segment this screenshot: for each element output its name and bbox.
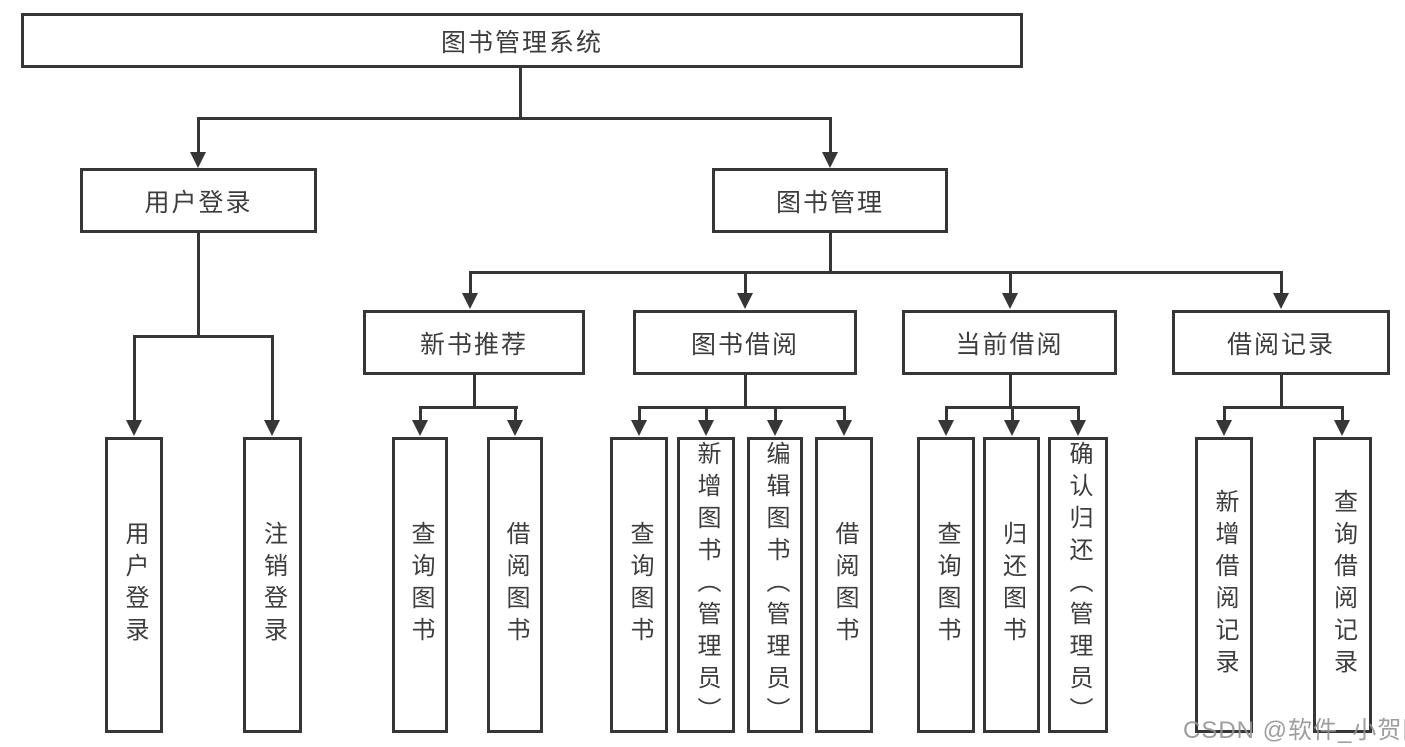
connector (705, 406, 708, 421)
arrowhead-down-icon (1216, 420, 1232, 436)
leaf-query-books-borrowing-label: 查询图书 (626, 521, 653, 649)
connector (519, 68, 522, 120)
node-user-login: 用户登录 (80, 168, 317, 233)
arrowhead-down-icon (264, 420, 280, 436)
connector (945, 406, 948, 421)
arrowhead-down-icon (507, 420, 523, 436)
node-root-label: 图书管理系统 (440, 28, 603, 57)
connector (1280, 375, 1283, 408)
connector (469, 271, 472, 297)
connector (514, 406, 517, 421)
connector (1341, 406, 1344, 421)
arrowhead-down-icon (126, 420, 142, 436)
arrowhead-down-icon (412, 420, 428, 436)
arrowhead-down-icon (1004, 420, 1020, 436)
node-current-borrowing-label: 当前借阅 (955, 330, 1064, 359)
node-book-management: 图书管理 (712, 168, 948, 233)
leaf-add-borrow-record-label: 新增借阅记录 (1211, 489, 1238, 681)
leaf-query-books-current: 查询图书 (917, 437, 975, 733)
node-book-borrowing: 图书借阅 (633, 310, 857, 375)
connector (774, 406, 777, 421)
arrowhead-down-icon (190, 152, 206, 168)
connector (419, 406, 422, 421)
connector (197, 117, 200, 155)
leaf-query-books-borrowing: 查询图书 (610, 437, 668, 733)
leaf-confirm-return-admin: 确认归还（管理员） (1048, 437, 1108, 733)
connector (638, 406, 846, 409)
connector (1223, 406, 1226, 421)
node-book-borrowing-label: 图书借阅 (690, 330, 799, 359)
connector (1011, 406, 1014, 421)
leaf-add-borrow-record: 新增借阅记录 (1195, 437, 1253, 733)
connector (744, 375, 747, 408)
arrowhead-down-icon (698, 420, 714, 436)
connector (271, 335, 274, 421)
leaf-query-books-current-label: 查询图书 (933, 521, 960, 649)
leaf-add-books-admin-label: 新增图书（管理员） (693, 441, 720, 729)
connector (829, 117, 832, 155)
arrowhead-down-icon (836, 420, 852, 436)
leaf-logout-label: 注销登录 (259, 521, 287, 649)
connector (843, 406, 846, 421)
connector (744, 271, 747, 297)
connector (197, 233, 200, 337)
connector (473, 375, 476, 408)
connector (133, 335, 274, 338)
leaf-edit-books-admin-label: 编辑图书（管理员） (762, 441, 789, 729)
leaf-query-books-recommend: 查询图书 (392, 437, 448, 733)
arrowhead-down-icon (737, 293, 753, 309)
leaf-borrow-books-recommend: 借阅图书 (487, 437, 543, 733)
node-book-management-label: 图书管理 (775, 188, 884, 217)
node-new-book-recommend-label: 新书推荐 (419, 330, 528, 359)
node-borrowing-records: 借阅记录 (1172, 310, 1390, 375)
connector (1009, 271, 1012, 297)
connector (1077, 406, 1080, 421)
arrowhead-down-icon (631, 420, 647, 436)
connector (133, 335, 136, 421)
arrowhead-down-icon (1002, 293, 1018, 309)
connector (419, 406, 518, 409)
connector (1223, 406, 1344, 409)
node-new-book-recommend: 新书推荐 (363, 310, 585, 375)
node-current-borrowing: 当前借阅 (902, 310, 1117, 375)
arrowhead-down-icon (767, 420, 783, 436)
leaf-query-books-recommend-label: 查询图书 (407, 521, 434, 649)
arrowhead-down-icon (462, 293, 478, 309)
node-user-login-label: 用户登录 (144, 188, 253, 217)
leaf-edit-books-admin: 编辑图书（管理员） (747, 437, 803, 733)
arrowhead-down-icon (938, 420, 954, 436)
leaf-return-books-label: 归还图书 (998, 521, 1026, 649)
connector (638, 406, 641, 421)
connector (1280, 271, 1283, 297)
connector (469, 271, 1283, 274)
leaf-return-books: 归还图书 (983, 437, 1040, 733)
leaf-confirm-return-admin-label: 确认归还（管理员） (1065, 441, 1092, 729)
leaf-query-borrow-record-label: 查询借阅记录 (1329, 489, 1357, 681)
node-borrowing-records-label: 借阅记录 (1226, 330, 1335, 359)
arrowhead-down-icon (1070, 420, 1086, 436)
leaf-query-borrow-record: 查询借阅记录 (1313, 437, 1372, 733)
leaf-borrow-books-label: 借阅图书 (831, 521, 858, 649)
connector (197, 117, 832, 120)
arrowhead-down-icon (1273, 293, 1289, 309)
leaf-add-books-admin: 新增图书（管理员） (677, 437, 735, 733)
arrowhead-down-icon (1334, 420, 1350, 436)
csdn-watermark: CSDN @软件_小贺同学 (1183, 717, 1405, 744)
leaf-borrow-books-recommend-label: 借阅图书 (502, 521, 529, 649)
arrowhead-down-icon (822, 152, 838, 168)
connector (829, 233, 832, 273)
leaf-user-login-label: 用户登录 (121, 521, 148, 649)
leaf-logout: 注销登录 (243, 437, 302, 733)
leaf-borrow-books: 借阅图书 (815, 437, 873, 733)
node-root: 图书管理系统 (21, 13, 1023, 68)
leaf-user-login: 用户登录 (105, 437, 163, 733)
connector (1009, 375, 1012, 408)
